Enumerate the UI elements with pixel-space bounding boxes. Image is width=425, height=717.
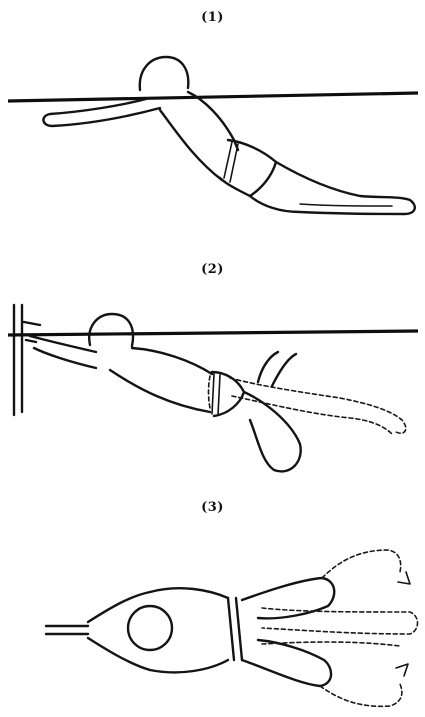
kick-motion-dashed bbox=[322, 550, 401, 578]
figure-label-2: (2) bbox=[0, 262, 425, 277]
water-line-2 bbox=[8, 331, 418, 335]
head-1 bbox=[140, 57, 189, 90]
swimmer-figure-1 bbox=[8, 57, 418, 214]
body-2 bbox=[110, 348, 212, 412]
water-line-1 bbox=[8, 93, 418, 101]
torso-3 bbox=[150, 588, 228, 672]
swimmer-figure-3 bbox=[46, 550, 418, 706]
figure-label-3: (3) bbox=[0, 500, 425, 515]
chest-1 bbox=[160, 110, 222, 180]
rail-post bbox=[14, 305, 22, 415]
left-thigh-3 bbox=[242, 578, 334, 618]
bent-leg-2 bbox=[244, 392, 301, 471]
head-2 bbox=[89, 314, 133, 346]
right-thigh-3 bbox=[242, 640, 331, 686]
arrow-down-icon bbox=[398, 572, 410, 584]
arms-2 bbox=[30, 336, 96, 368]
hands-3 bbox=[46, 626, 88, 634]
arms-1 bbox=[43, 98, 160, 126]
head-3 bbox=[128, 606, 172, 650]
arrow-up-icon bbox=[396, 664, 408, 676]
raised-feet-2 bbox=[258, 352, 296, 386]
trunks-1 bbox=[220, 140, 276, 196]
swimmer-figure-2 bbox=[8, 305, 418, 471]
